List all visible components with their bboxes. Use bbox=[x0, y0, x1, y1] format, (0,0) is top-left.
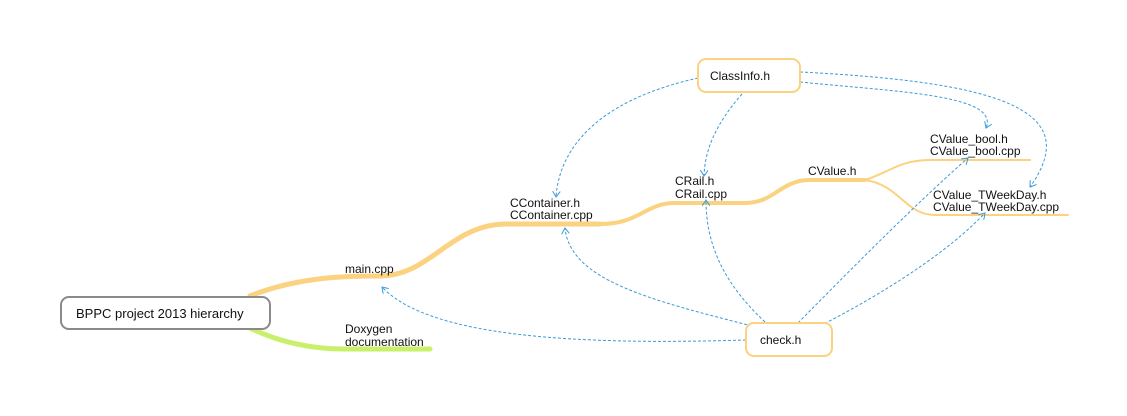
relation-classinfo-tweekday bbox=[799, 71, 1047, 187]
topic-cvalue-h[interactable]: CValue.h bbox=[808, 164, 856, 178]
branch-crail-cvalue bbox=[743, 178, 867, 205]
floating-topic-check[interactable]: check.h bbox=[745, 322, 833, 357]
classinfo-label: ClassInfo.h bbox=[710, 69, 770, 83]
topic-cvalue-bool[interactable]: CValue_bool.h CValue_bool.cpp bbox=[930, 132, 1021, 158]
doxygen-line-1: Doxygen bbox=[345, 322, 392, 336]
branch-root-main bbox=[247, 221, 603, 299]
relation-check-main bbox=[382, 287, 747, 342]
branch-ccontainer-crail bbox=[598, 201, 747, 226]
root-topic[interactable]: BPPC project 2013 hierarchy bbox=[60, 296, 271, 330]
ccontainer-line-1: CContainer.h bbox=[510, 196, 580, 210]
crail-line-1: CRail.h bbox=[675, 174, 714, 188]
doxygen-line-2: documentation bbox=[345, 335, 424, 349]
branch-cvalue-tweekday bbox=[864, 179, 1069, 216]
check-label: check.h bbox=[760, 333, 801, 347]
cvalue-tweekday-line-1: CValue_TWeekDay.h bbox=[933, 188, 1046, 202]
topic-main-cpp[interactable]: main.cpp bbox=[345, 262, 394, 276]
branch-cvalue-bool bbox=[864, 159, 1031, 181]
topic-cvalue-tweekday[interactable]: CValue_TWeekDay.h CValue_TWeekDay.cpp bbox=[933, 188, 1059, 214]
relation-classinfo-bool bbox=[799, 81, 987, 128]
relation-check-ccontainer bbox=[565, 228, 753, 327]
relation-check-bool bbox=[797, 158, 968, 324]
cvalue-bool-line-1: CValue_bool.h bbox=[930, 132, 1008, 146]
root-topic-label: BPPC project 2013 hierarchy bbox=[76, 306, 244, 321]
branch-root-doxygen bbox=[247, 325, 433, 352]
cvalue-tweekday-line-2: CValue_TWeekDay.cpp bbox=[933, 200, 1059, 214]
relation-classinfo-ccontainer bbox=[556, 75, 709, 197]
topic-crail[interactable]: CRail.h CRail.cpp bbox=[675, 174, 727, 201]
ccontainer-line-2: CContainer.cpp bbox=[510, 208, 593, 222]
relation-check-tweekday bbox=[819, 213, 985, 327]
crail-line-2: CRail.cpp bbox=[675, 187, 727, 201]
topic-ccontainer[interactable]: CContainer.h CContainer.cpp bbox=[510, 196, 593, 222]
relation-check-crail bbox=[706, 200, 766, 323]
cvalue-bool-line-2: CValue_bool.cpp bbox=[930, 144, 1021, 158]
floating-topic-classinfo[interactable]: ClassInfo.h bbox=[697, 58, 801, 93]
topic-doxygen[interactable]: Doxygen documentation bbox=[345, 322, 424, 349]
relation-classinfo-crail bbox=[704, 93, 743, 176]
